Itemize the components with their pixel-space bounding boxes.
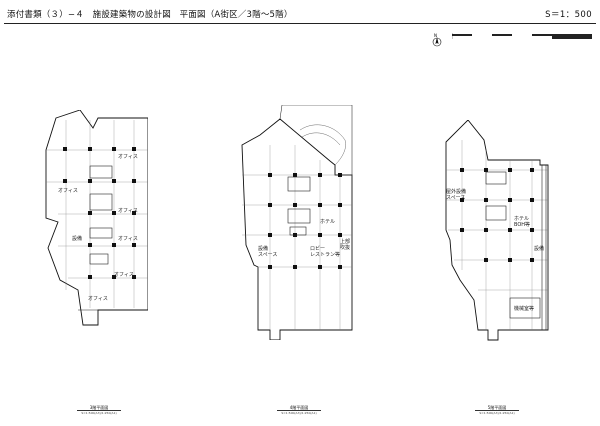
scale-label: S＝1：500 (545, 10, 592, 20)
floor-plan-4f: ホテル 設備スペース ロビーレストラン等 上部吹抜 (240, 105, 360, 340)
room-label: ホテル (320, 219, 335, 225)
plan-scale-note: S=1:500(A3)/1:250(A1) (479, 411, 515, 415)
room-label: オフィス (118, 208, 138, 214)
room-label: ロビーレストラン等 (310, 245, 340, 258)
plan-caption-4f: 4階平面図 S=1:500(A3)/1:250(A1) (277, 405, 321, 419)
floor-plan-3f: オフィス オフィス オフィス オフィス オフィス 設備 オフィス (38, 110, 148, 335)
svg-text:N: N (434, 33, 437, 38)
room-label: オフィス (58, 188, 78, 194)
plan-title: 5階平面図 (475, 405, 519, 411)
plan-caption-5f: 5階平面図 S=1:500(A3)/1:250(A1) (475, 405, 519, 419)
room-label: オフィス (114, 272, 134, 278)
room-label: オフィス (118, 154, 138, 160)
plan-caption-3f: 3階平面図 S=1:500(A3)/1:250(A1) (77, 405, 121, 419)
room-label: 機械室等 (514, 305, 534, 312)
room-label: 設備 (72, 235, 82, 242)
plan-title: 4階平面図 (277, 405, 321, 411)
plan-title: 3階平面図 (77, 405, 121, 411)
sheet-title: 添付書類（３）−４ 施設建築物の設計図 平面図（A街区／3階〜5階） (7, 10, 293, 20)
room-label: 設備スペース (258, 245, 277, 258)
room-label: オフィス (118, 236, 138, 242)
plan-scale-note: S=1:500(A3)/1:250(A1) (81, 411, 117, 415)
floor-plan-3f-drawing: オフィス オフィス オフィス オフィス オフィス 設備 オフィス (45, 110, 148, 326)
graphic-scale-bar (452, 33, 592, 39)
room-label: 上部吹抜 (340, 238, 350, 251)
plan-scale-note: S=1:500(A3)/1:250(A1) (281, 411, 317, 415)
room-label: 屋外設備スペース (446, 188, 466, 201)
north-arrow-icon: N (432, 33, 442, 47)
room-label: 設備 (534, 245, 544, 252)
room-label: オフィス (88, 296, 108, 302)
header-rule (4, 23, 596, 24)
floor-plan-4f-drawing: ホテル 設備スペース ロビーレストラン等 上部吹抜 (241, 105, 353, 340)
